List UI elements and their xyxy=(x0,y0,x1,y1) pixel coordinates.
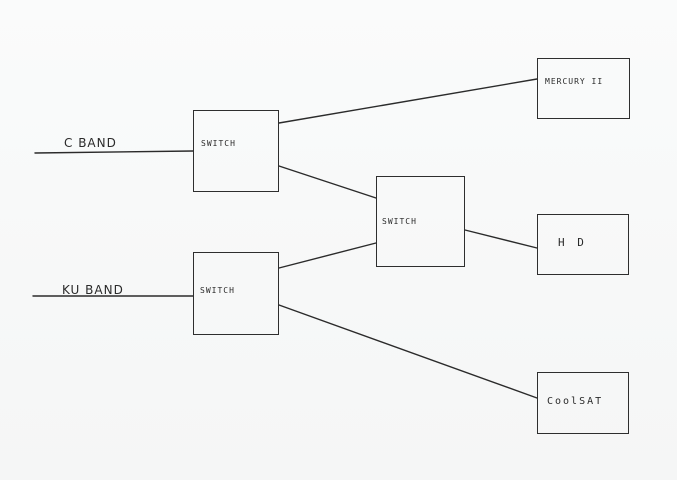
bottom-switch-to-center-line xyxy=(278,242,377,269)
bottom-switch-to-coolsat-line xyxy=(278,304,538,399)
hd-label: H D xyxy=(558,236,587,249)
c-band-label: C BAND xyxy=(64,136,117,150)
top-switch-label: SWITCH xyxy=(201,139,236,148)
c-band-input-line xyxy=(34,150,194,154)
mercury-box xyxy=(537,58,630,119)
hd-box xyxy=(537,214,629,275)
coolsat-box xyxy=(537,372,629,434)
ku-band-label: KU BAND xyxy=(62,283,124,297)
center-switch-label: SWITCH xyxy=(382,217,417,226)
bottom-switch-box xyxy=(193,252,279,335)
center-switch-to-hd-line xyxy=(464,229,538,249)
top-switch-box xyxy=(193,110,279,192)
top-switch-to-center-line xyxy=(278,165,377,199)
top-switch-to-mercury-line xyxy=(278,78,538,124)
center-switch-box xyxy=(376,176,465,267)
coolsat-label: CoolSAT xyxy=(547,396,604,407)
mercury-label: MERCURY II xyxy=(545,77,604,86)
bottom-switch-label: SWITCH xyxy=(200,286,235,295)
